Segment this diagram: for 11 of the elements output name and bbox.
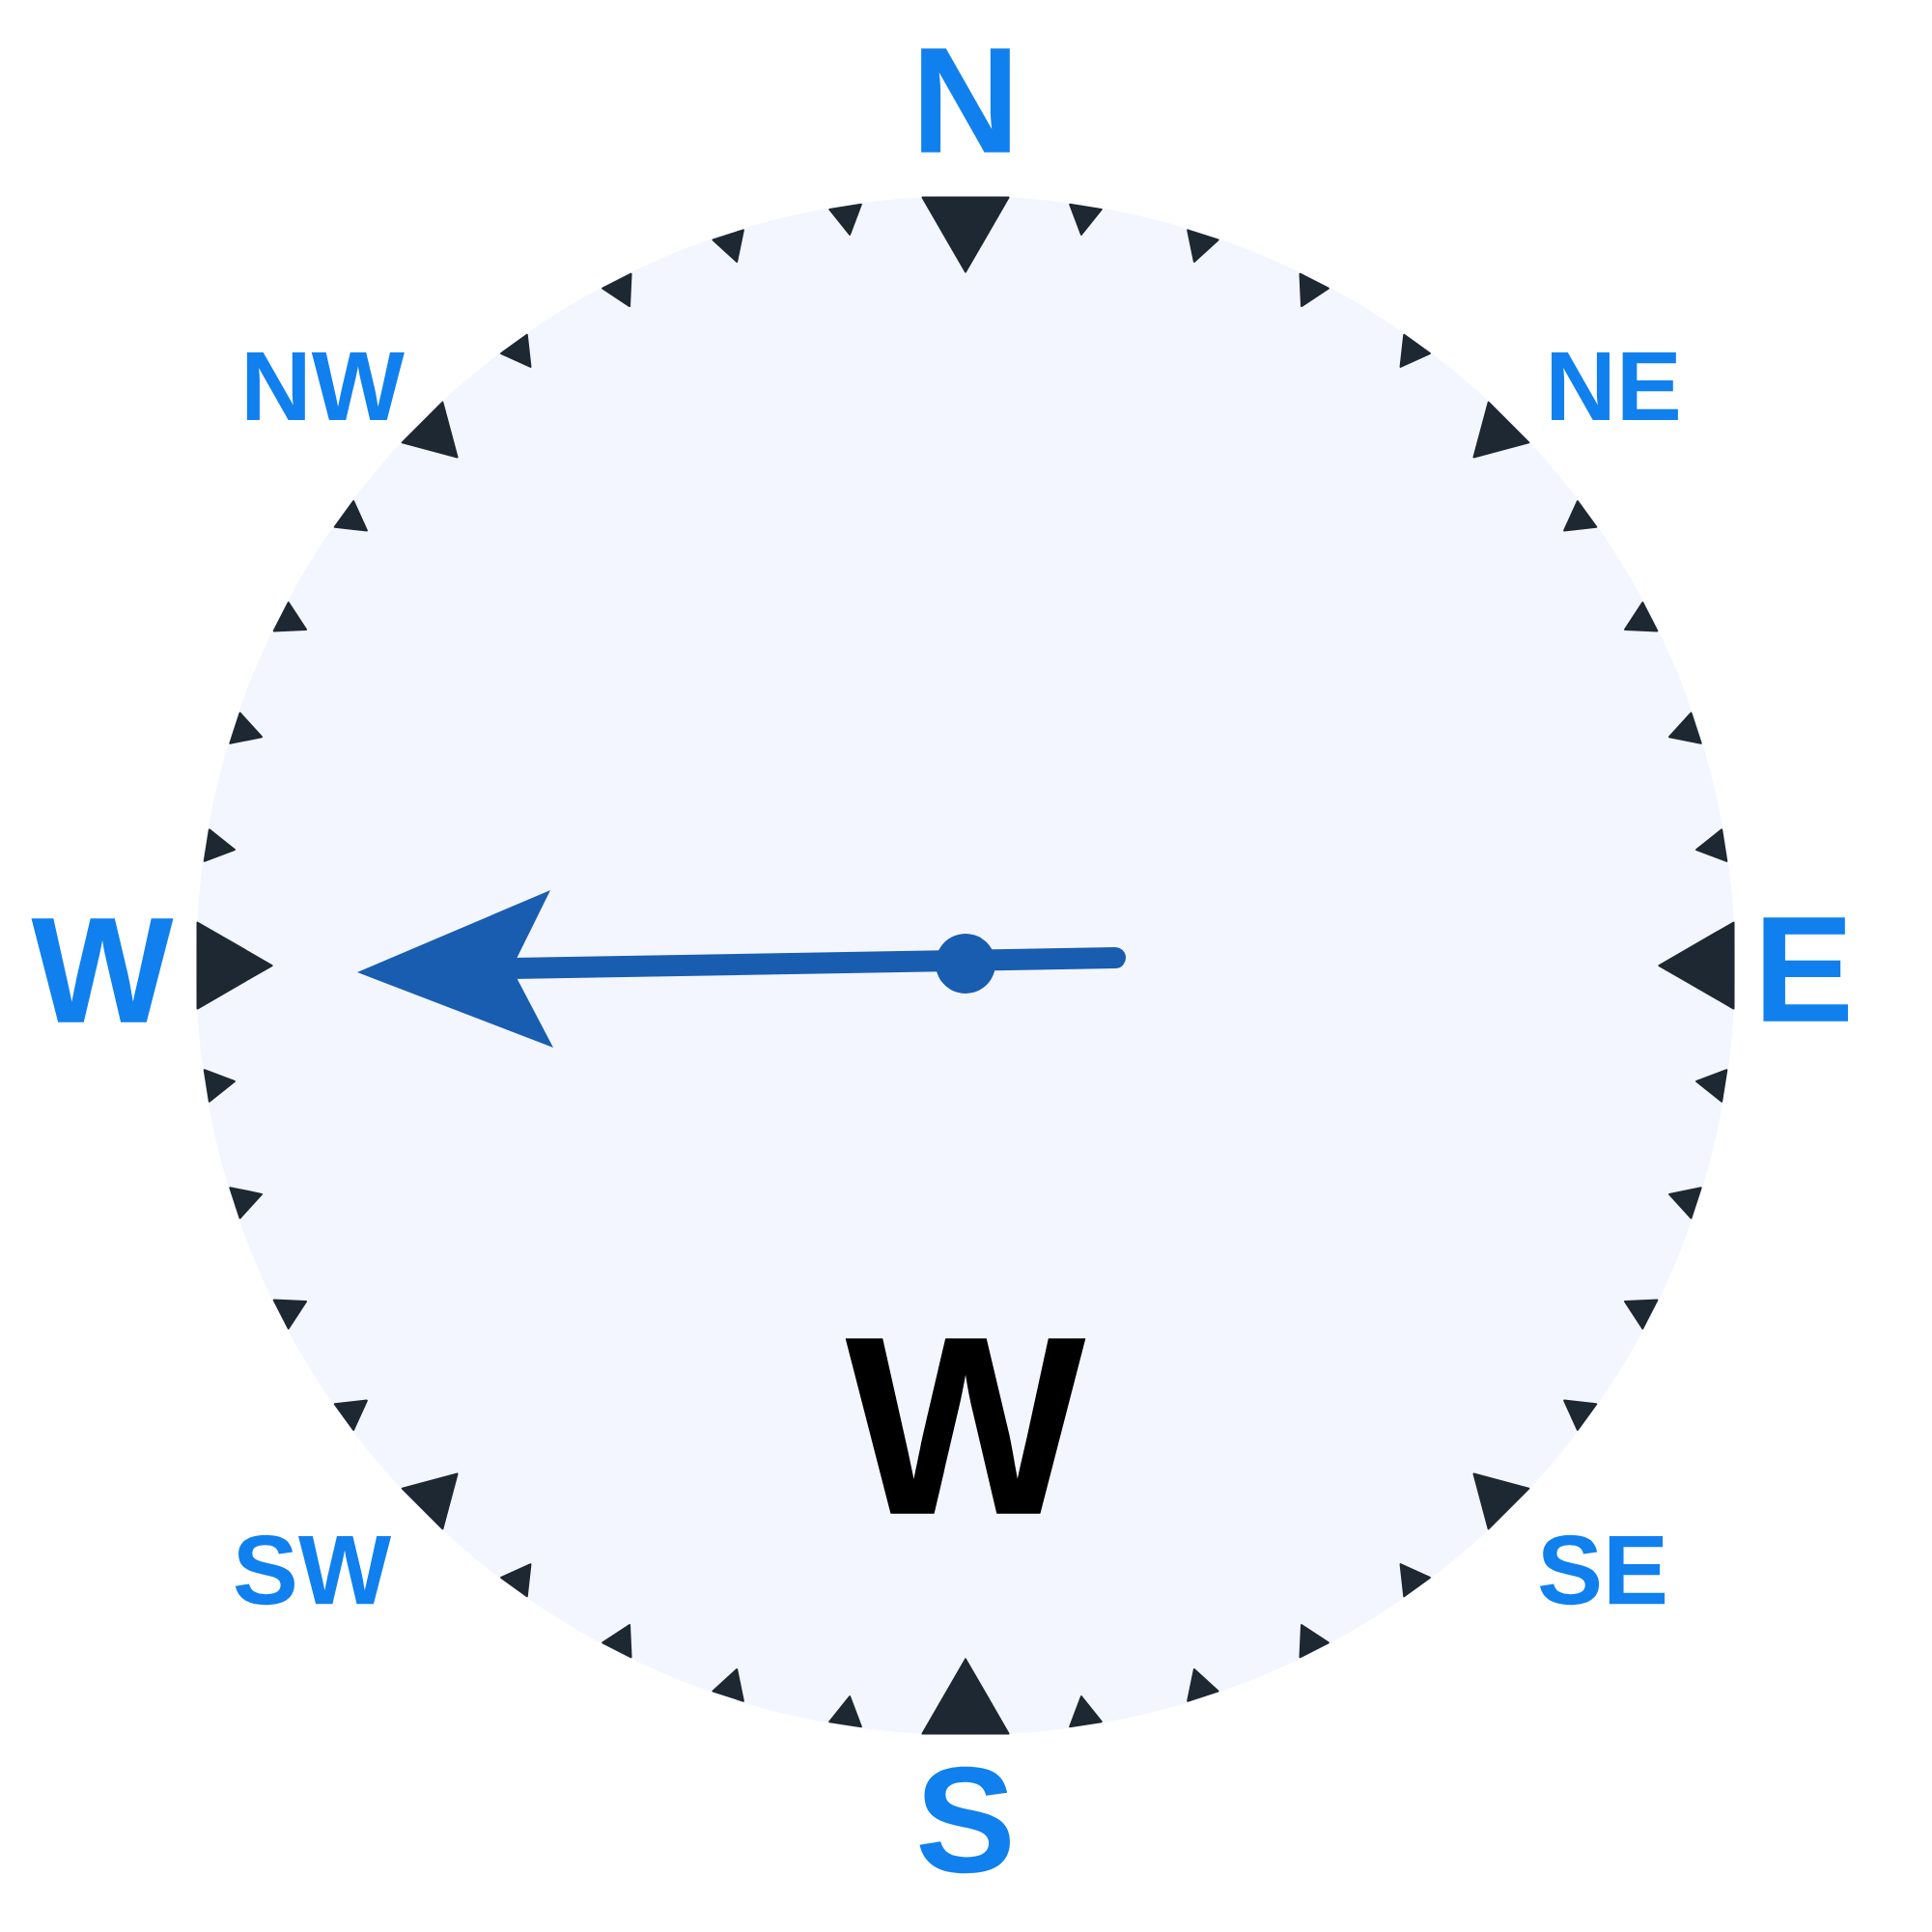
triangle-marker [196,921,273,1010]
direction-label: SE [1539,1534,1666,1606]
triangle-marker [1658,921,1735,1010]
triangle-marker [921,1658,1010,1735]
direction-label: NE [1552,351,1678,421]
direction-label: SW [235,1534,392,1606]
triangle-marker [921,196,1010,273]
direction-label: S [919,1766,1010,1874]
direction-label: W [31,918,174,1022]
direction-label: NW [246,351,405,421]
heading-letter: W [845,1338,1086,1514]
